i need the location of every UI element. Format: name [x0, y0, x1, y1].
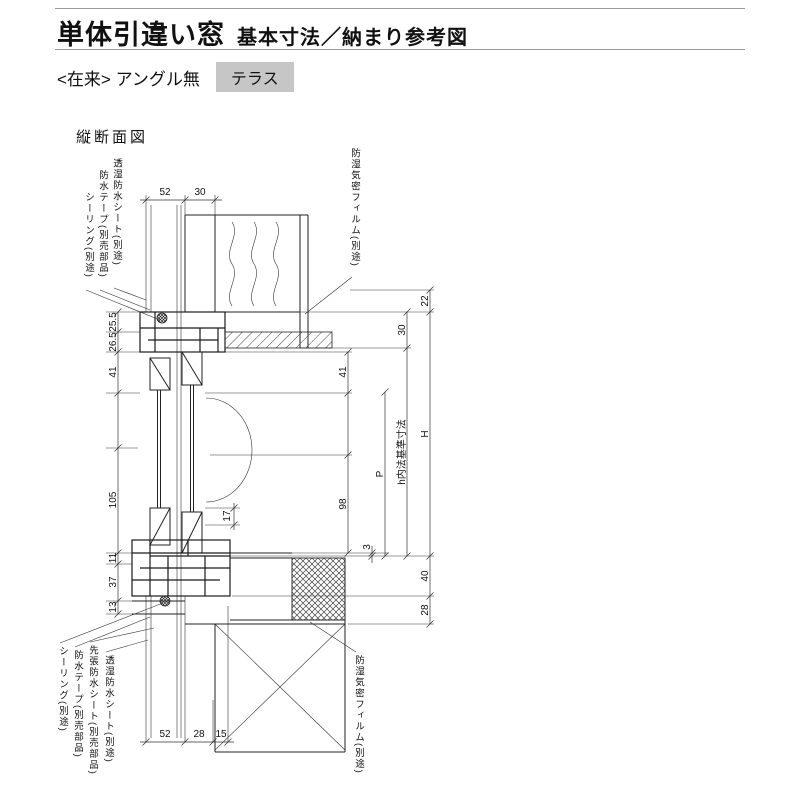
sealing-bead-bottom [159, 595, 171, 607]
dim-bottom-28: 28 [193, 729, 205, 740]
dimension-labels: 52 30 25.5 26.5 41 105 11 37 13 22 H 40 … [108, 187, 431, 740]
dim-left-41: 41 [108, 366, 119, 378]
interior-head-trim [224, 331, 333, 349]
dim-right-22: 22 [420, 295, 431, 307]
callout-bottom-film: 防湿気密フィルム(別途) [353, 655, 364, 775]
dim-right-h-label: h内法基準寸法 [395, 419, 408, 485]
dim-right-40: 40 [420, 570, 431, 582]
dim-right-3: 3 [362, 544, 373, 550]
title-main: 単体引違い窓 [57, 20, 225, 50]
dim-top-52: 52 [159, 187, 171, 198]
callout-top-tape: 防水テープ(別売部品) [97, 170, 108, 279]
dim-mid-17: 17 [222, 510, 233, 522]
dim-left-13: 13 [108, 601, 119, 613]
callout-top-film: 防湿気密フィルム(別途) [349, 148, 360, 268]
dim-left-11: 11 [108, 552, 119, 563]
dim-bottom-52: 52 [159, 729, 171, 740]
callout-bottom-sheet: 透湿防水シート(別途) [103, 655, 114, 764]
spec-line: <在来> アングル無 テラス [57, 62, 294, 92]
floor-packing-block [291, 557, 346, 621]
dim-right-H: H [420, 430, 431, 437]
callout-bottom-sealing: シーリング(別途) [57, 646, 68, 733]
dim-left-25-5: 25.5 [108, 312, 119, 332]
dim-right-28: 28 [420, 604, 431, 616]
sliding-sashes [149, 351, 253, 554]
dim-top-30: 30 [194, 187, 206, 198]
section-view-label: 縦断面図 [76, 129, 149, 146]
lower-wall-assembly [185, 552, 346, 753]
dim-right-41: 41 [338, 366, 349, 378]
upper-wall-assembly [140, 214, 309, 348]
handle-swing-arc [205, 397, 253, 503]
callout-top-sheet: 透湿防水シート(別途) [111, 158, 122, 267]
dim-left-105: 105 [108, 491, 119, 508]
dim-left-26-5: 26.5 [108, 332, 119, 352]
callout-bottom-presheet: 先張防水シート(別売部品) [87, 645, 98, 776]
top-rule [55, 8, 745, 9]
dim-right-P: P [375, 470, 386, 477]
dim-right-98: 98 [338, 498, 349, 510]
callout-top-sealing: シーリング(別途) [83, 192, 94, 279]
page-title: 単体引違い窓 基本寸法／納まり参考図 [57, 13, 468, 52]
head-frame [139, 311, 333, 353]
spec-text: <在来> アングル無 [57, 69, 200, 89]
dim-left-37: 37 [108, 576, 119, 588]
title-sub: 基本寸法／納まり参考図 [237, 27, 468, 49]
dim-right-30: 30 [397, 324, 408, 336]
spec-badge-terrace: テラス [215, 62, 294, 92]
sealing-bead-top [156, 312, 168, 324]
callout-bottom-tape: 防水テープ(別売部品) [72, 650, 83, 759]
callout-leaders [59, 276, 357, 653]
dim-bottom-15: 15 [215, 729, 227, 740]
dimension-lines [114, 196, 434, 746]
sill-frame [131, 539, 231, 615]
title-underline [55, 49, 745, 50]
construction-lines [106, 195, 434, 742]
